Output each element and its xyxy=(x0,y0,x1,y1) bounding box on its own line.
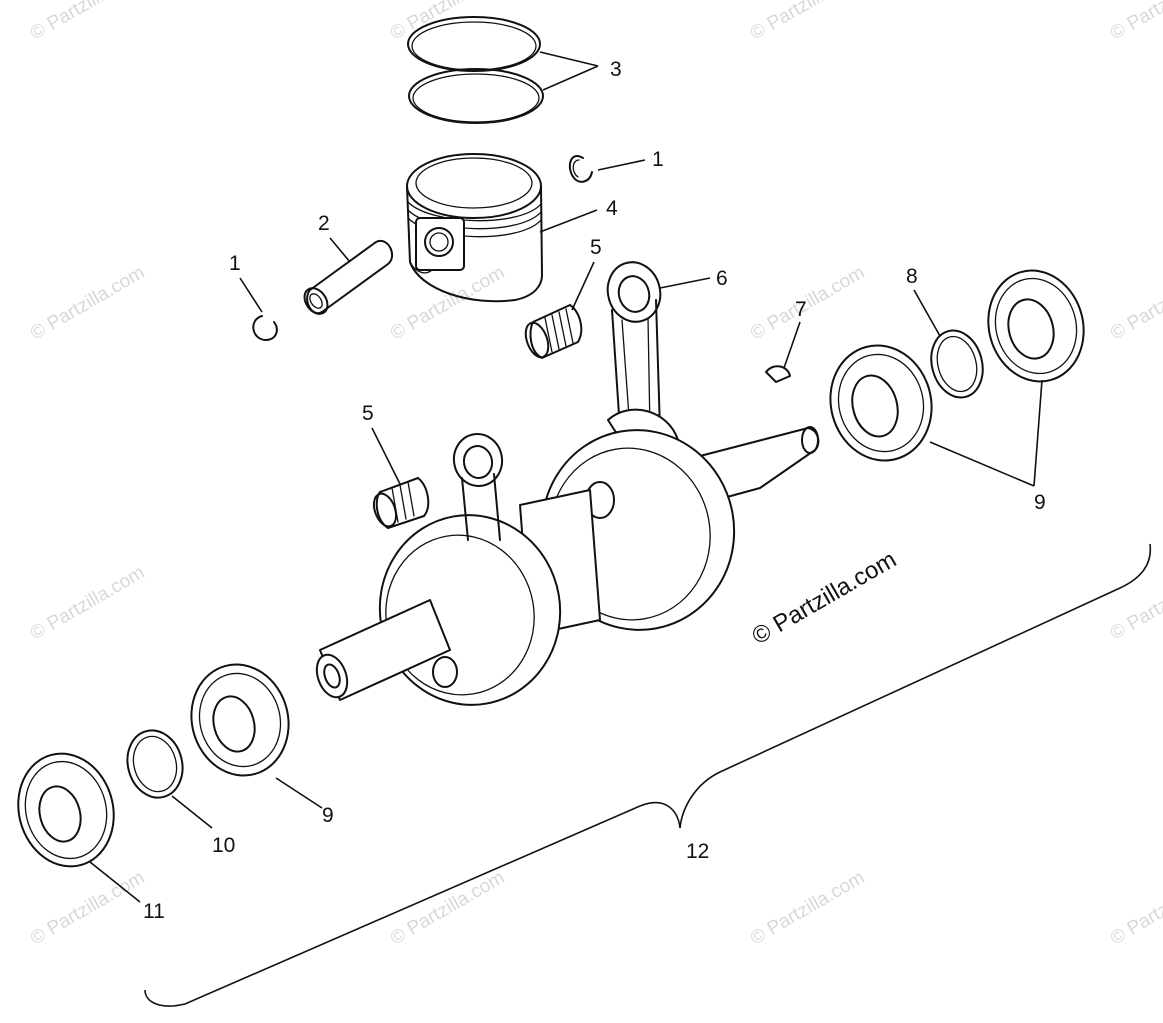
needle-bearing-top xyxy=(524,304,583,359)
watermark: © Partzilla.com xyxy=(1107,0,1163,44)
bearing-right xyxy=(829,344,933,462)
seal-right xyxy=(987,269,1085,383)
callout-4: 4 xyxy=(606,197,618,220)
watermark: © Partzilla.com xyxy=(1107,562,1163,644)
callout-2: 2 xyxy=(318,212,330,235)
callout-9-right: 9 xyxy=(1034,491,1046,514)
callout-9-left: 9 xyxy=(322,804,334,827)
assembly-bracket xyxy=(144,543,1152,1007)
watermark: © Partzilla.com xyxy=(27,867,148,949)
needle-bearing-mid xyxy=(372,477,430,529)
spacer-ring-left xyxy=(126,729,184,799)
watermark: © Partzilla.com xyxy=(27,0,148,44)
callout-8: 8 xyxy=(906,265,918,288)
watermark: © Partzilla.com xyxy=(27,562,148,644)
connecting-rod-lower xyxy=(452,433,504,541)
piston-rings xyxy=(407,16,544,124)
watermark: © Partzilla.com xyxy=(747,262,868,344)
watermark: © Partzilla.com xyxy=(27,262,148,344)
callout-labels: 3 1 2 4 1 5 6 7 8 5 9 9 10 11 12 xyxy=(143,58,1046,923)
crankshaft xyxy=(315,426,820,706)
wrist-pin xyxy=(303,239,394,315)
copyright-label: © Partzilla.com xyxy=(748,546,902,650)
callout-11: 11 xyxy=(143,900,165,923)
callout-3: 3 xyxy=(610,58,622,81)
circlip-left xyxy=(252,315,278,341)
circlip-top xyxy=(568,155,593,183)
watermark: © Partzilla.com xyxy=(1107,262,1163,344)
callout-12: 12 xyxy=(686,840,709,863)
callout-10: 10 xyxy=(212,834,235,857)
shim-ring xyxy=(930,329,984,399)
callout-1-left: 1 xyxy=(229,252,241,275)
callout-1-top: 1 xyxy=(652,148,664,171)
watermark: © Partzilla.com xyxy=(747,0,868,44)
leader-lines xyxy=(89,51,1043,903)
seal-left xyxy=(17,752,115,868)
watermark: © Partzilla.com xyxy=(1107,867,1163,949)
callout-5-top: 5 xyxy=(590,236,602,259)
watermark: © Partzilla.com xyxy=(747,867,868,949)
callout-5-mid: 5 xyxy=(362,402,374,425)
woodruff-key xyxy=(765,365,791,383)
callout-6: 6 xyxy=(716,267,728,290)
bearing-left xyxy=(190,663,290,777)
callout-7: 7 xyxy=(795,298,807,321)
piston xyxy=(406,153,543,303)
watermark: © Partzilla.com xyxy=(387,262,508,344)
